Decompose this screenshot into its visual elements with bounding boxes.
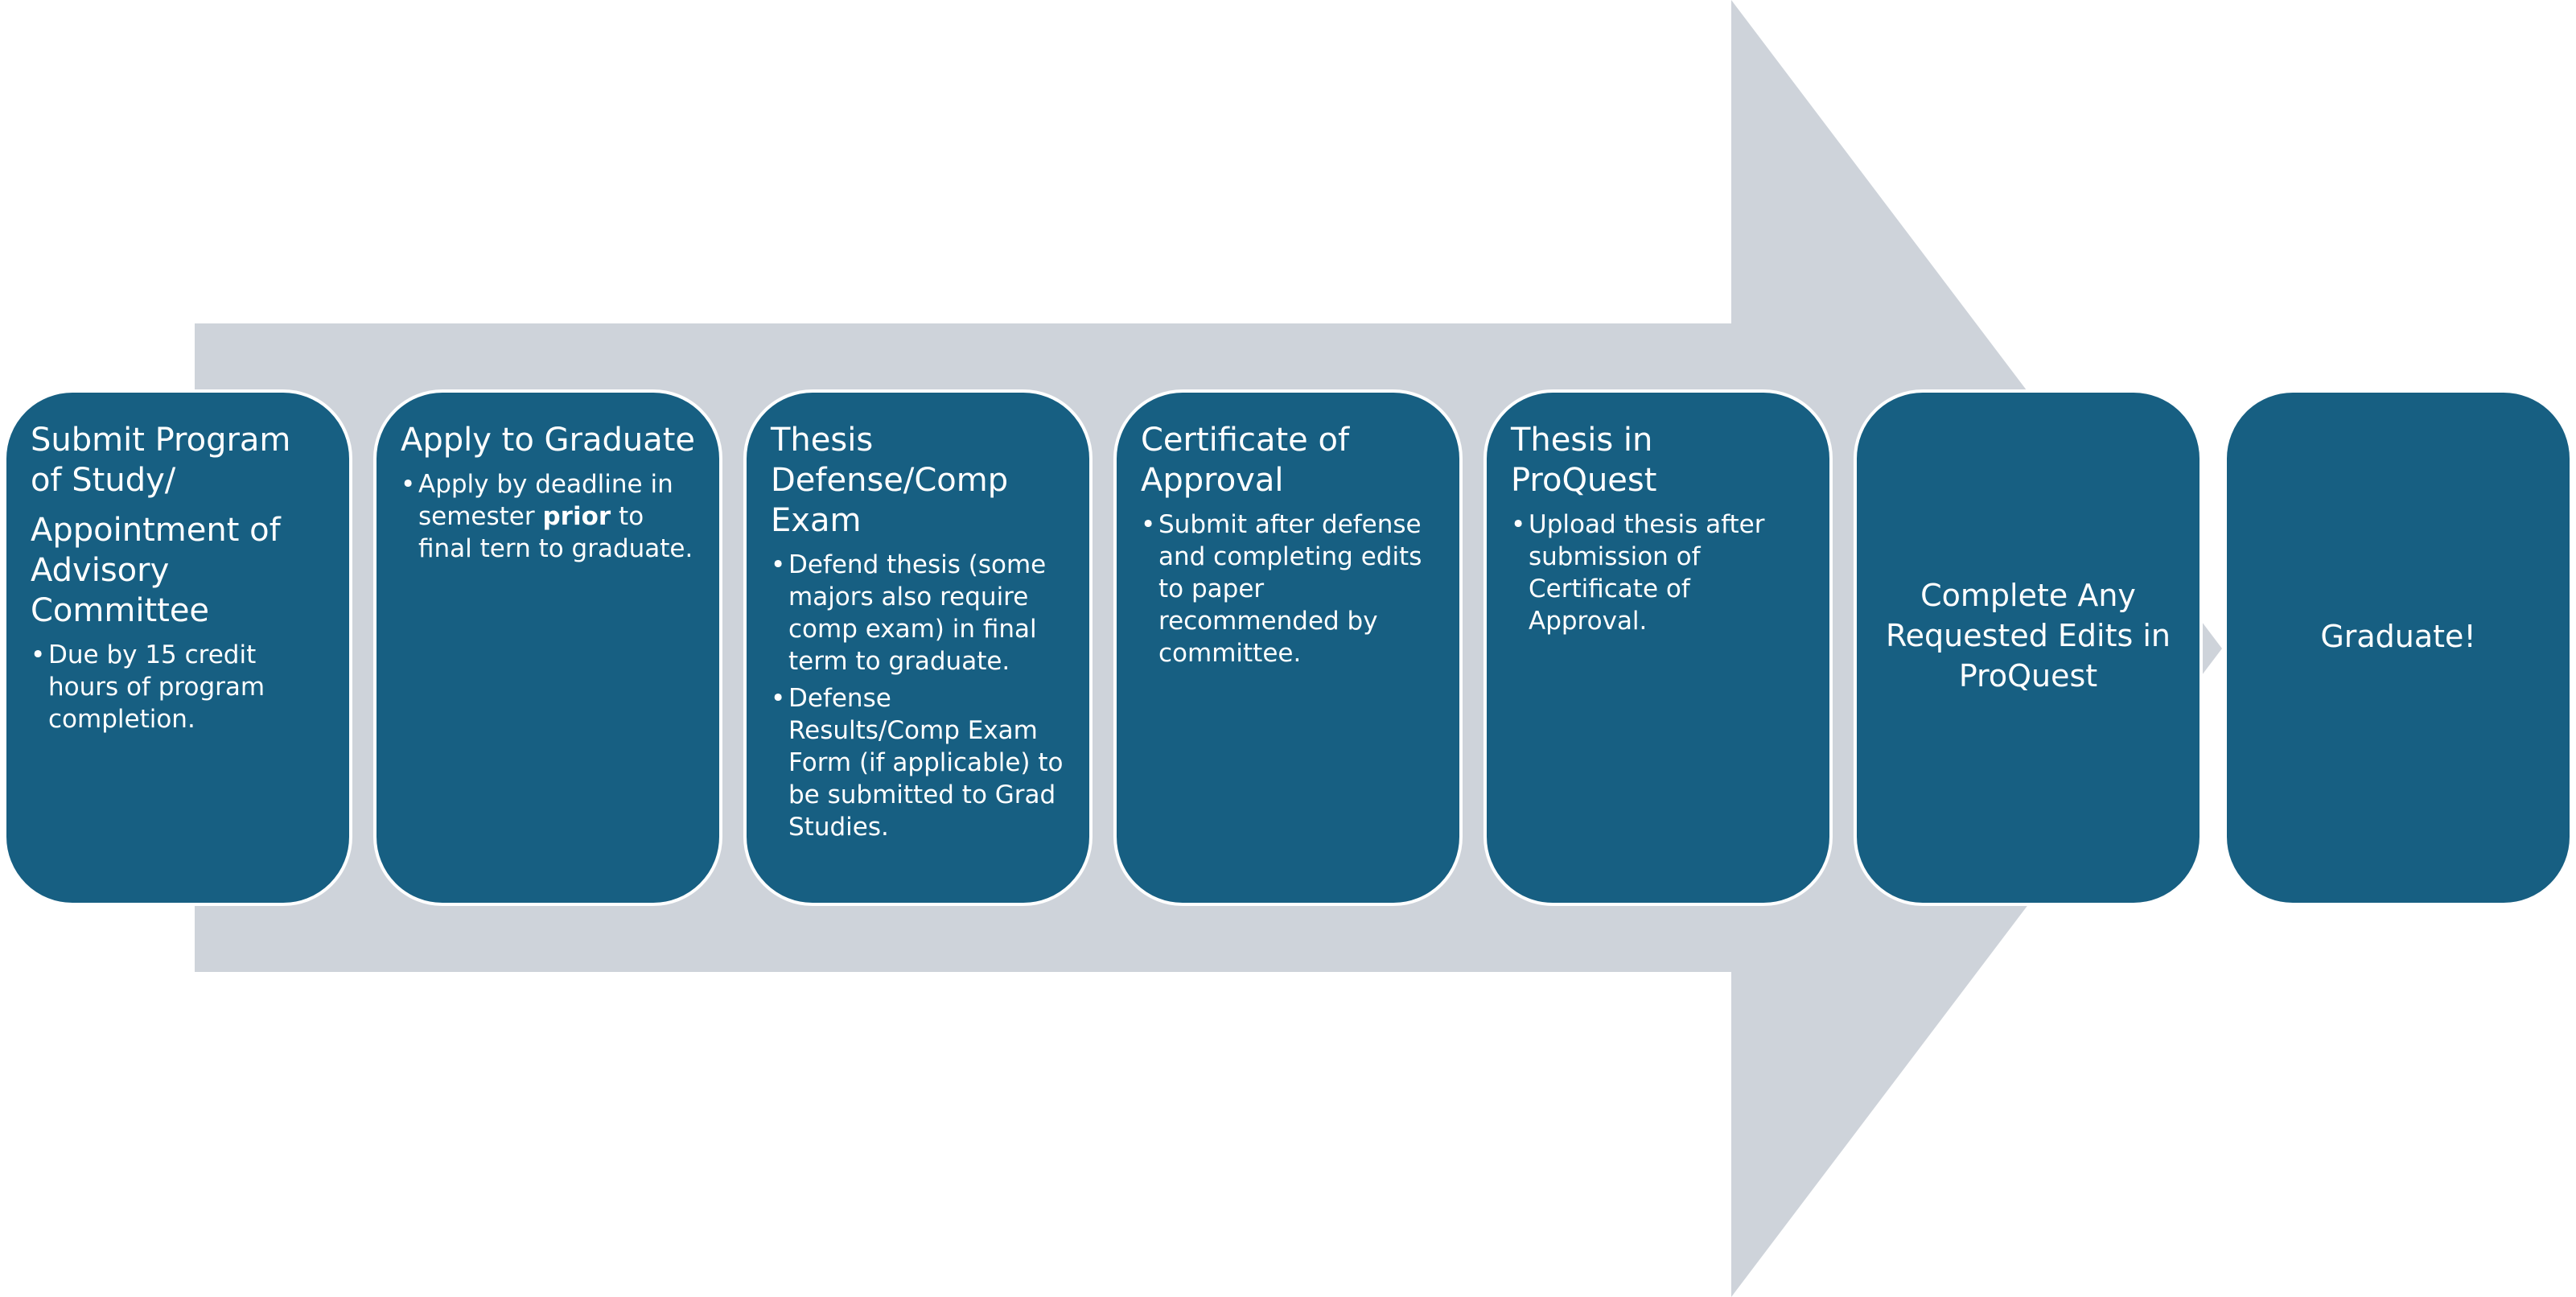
step-1-submit-program-of-study: Submit Program of Study/ Appointment of … (3, 389, 352, 906)
step-5-bullets: Upload thesis after submission of Certif… (1511, 509, 1805, 637)
step-1-bullet-1: Due by 15 credit hours of program comple… (31, 639, 325, 735)
step-1-bullets: Due by 15 credit hours of program comple… (31, 639, 325, 735)
step-3-bullets: Defend thesis (some majors also require … (771, 549, 1065, 843)
step-4-certificate-of-approval: Certificate of Approval Submit after def… (1113, 389, 1463, 906)
step-7-title: Graduate! (2320, 619, 2476, 654)
step-2-bullets: Apply by deadline in semester prior to f… (401, 468, 695, 565)
step-3-title: Thesis Defense/Comp Exam (771, 422, 1009, 539)
step-3-thesis-defense: Thesis Defense/Comp Exam Defend thesis (… (743, 389, 1093, 906)
step-4-bullets: Submit after defense and completing edit… (1141, 509, 1435, 669)
step-7-graduate: Graduate! (2224, 389, 2573, 906)
step-3-bullet-1: Defend thesis (some majors also require … (771, 549, 1065, 677)
step-6-title: Complete Any Requested Edits in ProQuest (1885, 578, 2171, 694)
step-6-complete-requested-edits: Complete Any Requested Edits in ProQuest (1854, 389, 2203, 906)
step-2-title: Apply to Graduate (401, 422, 696, 459)
step-2-bullet-1: Apply by deadline in semester prior to f… (401, 468, 695, 565)
step-1-title: Submit Program of Study/ (31, 422, 291, 499)
step-2-apply-to-graduate: Apply to Graduate Apply by deadline in s… (373, 389, 722, 906)
step-5-title: Thesis in ProQuest (1511, 422, 1657, 499)
step-1-subtitle: Appointment of Advisory Committee (31, 512, 281, 629)
step-4-bullet-1: Submit after defense and completing edit… (1141, 509, 1435, 669)
step-3-bullet-2: Defense Results/Comp Exam Form (if appli… (771, 682, 1065, 843)
step-4-title: Certificate of Approval (1141, 422, 1350, 499)
step-5-thesis-in-proquest: Thesis in ProQuest Upload thesis after s… (1483, 389, 1833, 906)
step-5-bullet-1: Upload thesis after submission of Certif… (1511, 509, 1805, 637)
